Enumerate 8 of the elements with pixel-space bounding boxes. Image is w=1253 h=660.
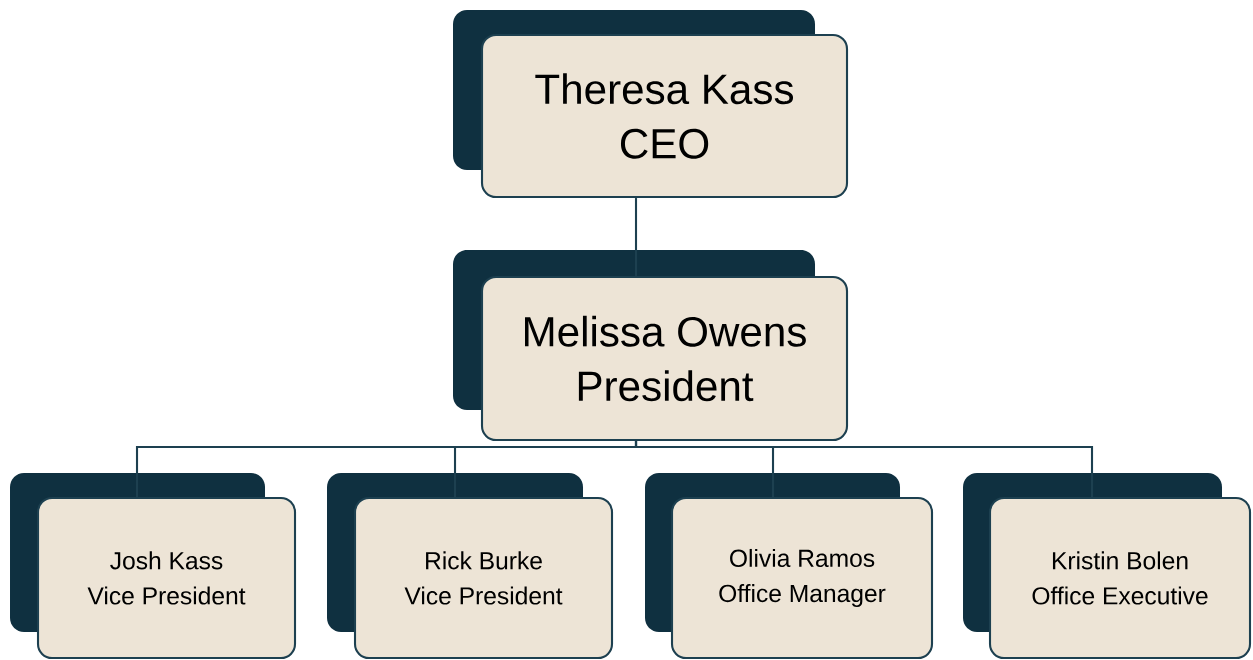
org-chart-card: Theresa Kass CEO [453, 10, 849, 199]
connector-line [634, 198, 638, 276]
org-chart-card: Rick Burke Vice President [327, 473, 614, 660]
connector-line [634, 441, 1094, 497]
org-chart-card: Melissa Owens President [453, 250, 849, 442]
org-chart-card: Olivia Ramos Office Manager [645, 473, 934, 660]
org-chart-card: Josh Kass Vice President [10, 473, 297, 660]
org-chart-card: Kristin Bolen Office Executive [963, 473, 1252, 660]
